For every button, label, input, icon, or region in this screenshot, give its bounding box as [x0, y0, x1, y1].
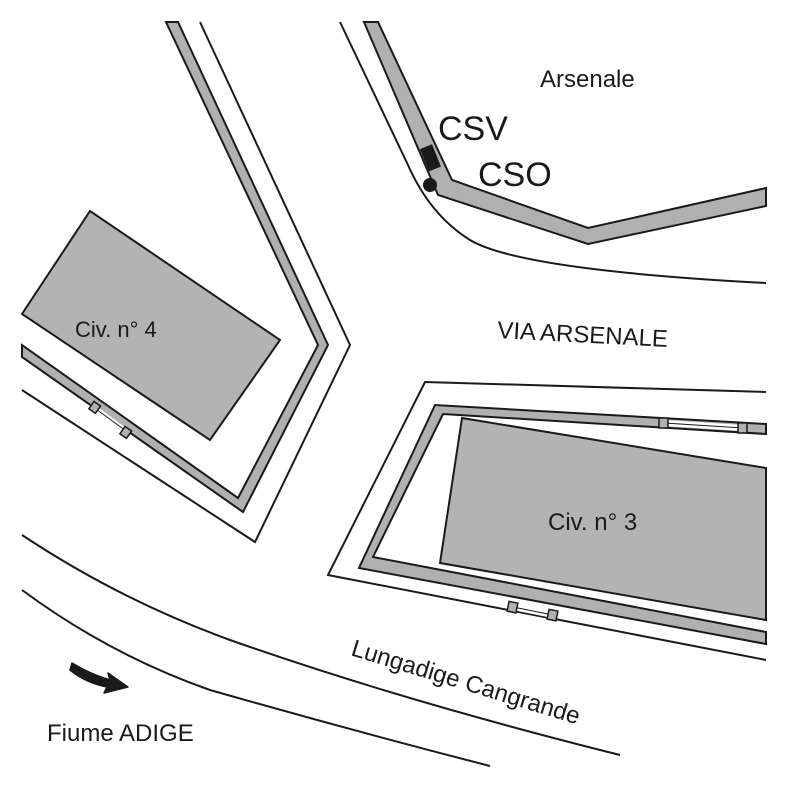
- label-via-arsenale: VIA ARSENALE: [497, 317, 669, 353]
- flow-direction-arrow-icon: [69, 662, 129, 694]
- building-civ4: [20, 209, 282, 442]
- label-civ4: Civ. n° 4: [75, 317, 157, 342]
- cso-marker-icon: [423, 178, 437, 192]
- gate-civ3-south: [506, 600, 559, 622]
- label-fiume-adige: Fiume ADIGE: [47, 720, 194, 747]
- gate-civ4-1: [87, 400, 133, 440]
- river-bank-lower: [21, 589, 491, 767]
- label-civ3: Civ. n° 3: [548, 509, 637, 536]
- gate-civ3-north: [658, 417, 748, 434]
- label-arsenale: Arsenale: [540, 66, 635, 93]
- river-bank-upper: [21, 534, 621, 756]
- csv-marker-icon: [419, 144, 441, 172]
- wall-civ4: [21, 21, 330, 514]
- label-lungadige: Lungadige Cangrande: [348, 635, 583, 730]
- label-cso: CSO: [478, 156, 552, 194]
- road-edge-arsenale: [339, 21, 767, 284]
- label-csv: CSV: [438, 110, 508, 148]
- wall-arsenale: [362, 21, 767, 246]
- building-civ3: [438, 416, 767, 622]
- road-edge-left-outer: [21, 21, 352, 544]
